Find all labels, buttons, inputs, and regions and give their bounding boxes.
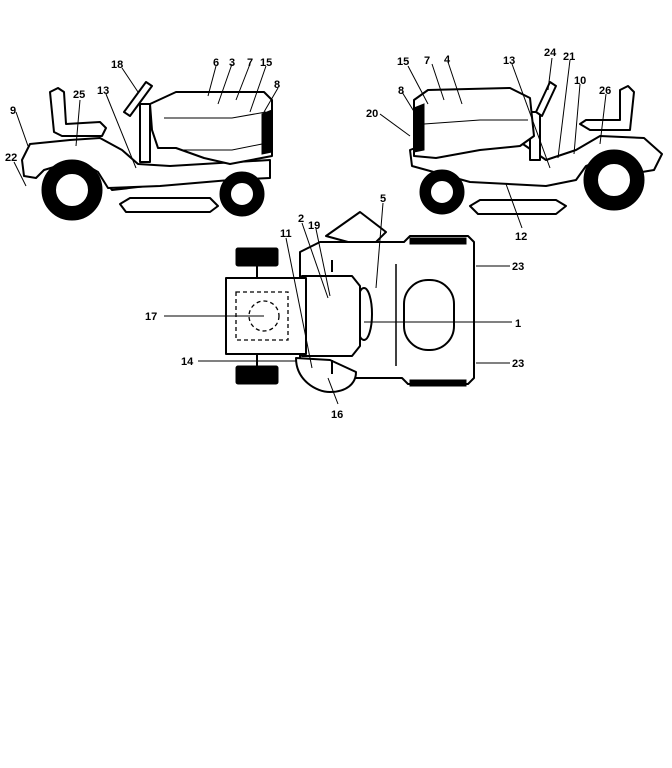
tractor-top-view (225, 211, 475, 393)
callout-label: 25 (73, 89, 85, 101)
callout-label: 4 (444, 54, 451, 66)
callout-label: 23 (512, 261, 524, 273)
tractor-left-side-view (21, 81, 273, 221)
callout-label: 11 (280, 228, 292, 240)
callout-label: 9 (10, 105, 16, 117)
callout-label: 13 (97, 85, 109, 97)
callout-label: 23 (512, 358, 524, 370)
callout-label: 19 (308, 220, 320, 232)
callout-label: 10 (574, 75, 586, 87)
leader-lines (13, 57, 607, 405)
callout-label: 6 (213, 57, 219, 69)
callout-label: 1 (515, 318, 521, 330)
callout-label: 2 (298, 213, 304, 225)
callout-label: 8 (274, 79, 280, 91)
callout-label: 15 (260, 57, 272, 69)
callout-label: 15 (397, 56, 409, 68)
callout-label: 7 (247, 57, 253, 69)
callout-label: 8 (398, 85, 404, 97)
callout-label: 13 (503, 55, 515, 67)
callout-labels: 18 6 3 7 15 8 9 25 13 22 15 7 4 13 24 21… (5, 47, 611, 421)
callout-label: 21 (563, 51, 575, 63)
callout-label: 3 (229, 57, 235, 69)
callout-label: 12 (515, 231, 527, 243)
callout-label: 14 (181, 356, 194, 368)
callout-label: 5 (380, 193, 386, 205)
callout-label: 22 (5, 152, 17, 164)
callout-label: 16 (331, 409, 343, 421)
callout-label: 24 (544, 47, 557, 59)
callout-label: 17 (145, 311, 157, 323)
callout-label: 20 (366, 108, 378, 120)
callout-label: 18 (111, 59, 123, 71)
callout-label: 26 (599, 85, 611, 97)
callout-label: 7 (424, 55, 430, 67)
tractor-right-side-view (409, 81, 663, 215)
